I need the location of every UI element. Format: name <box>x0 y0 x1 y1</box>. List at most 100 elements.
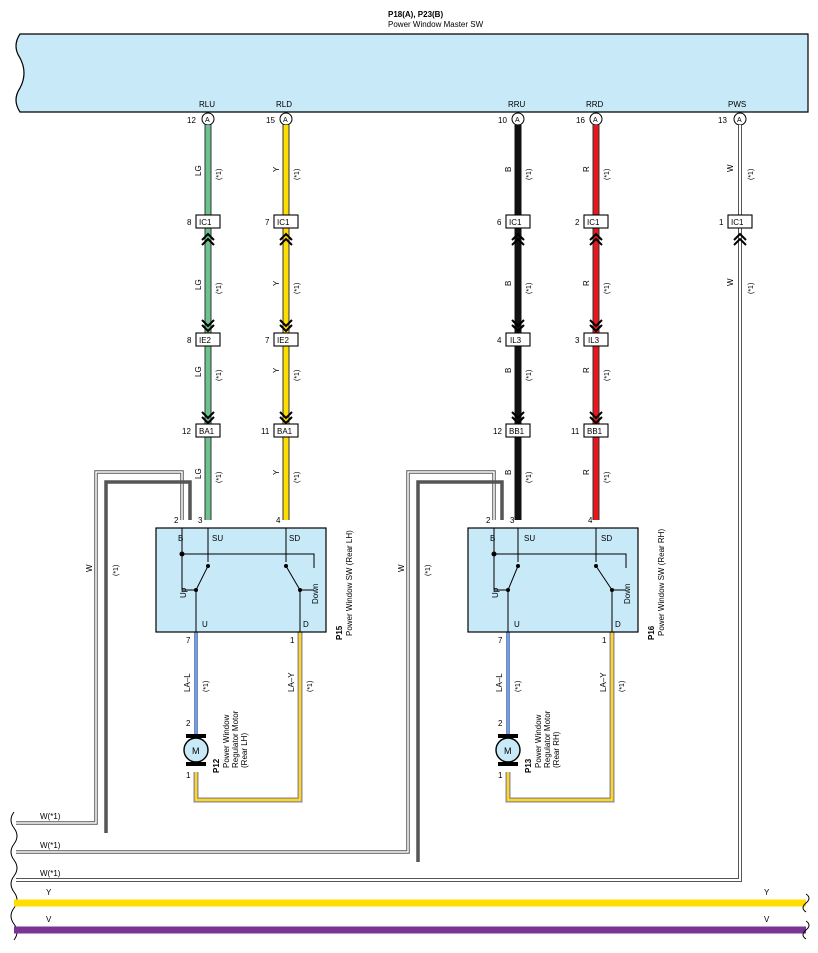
wire-labels: LG (*1) Y (*1) B (*1) R (*1) W (*1) LG (… <box>85 164 755 576</box>
terminal-pin-rlu: 12 <box>187 116 196 125</box>
ic1-pin-lg: 8 <box>187 218 192 227</box>
low-label-lg: BA1 <box>199 427 215 436</box>
switch-label-su-rh: SU <box>524 534 535 543</box>
terminal-pin-rrd: 16 <box>576 116 585 125</box>
master-terminal-rrd: RRD 16 A <box>576 100 604 126</box>
switch-label-up-rh: Up <box>491 587 500 598</box>
wire-label-b-3: B <box>504 368 513 373</box>
terminal-name-pws: PWS <box>728 100 746 109</box>
switch-label-down-lh: Down <box>311 584 320 604</box>
note-w-2: (*1) <box>748 283 755 294</box>
motor-wire-d-lh: LA–Y <box>287 672 296 692</box>
wire-label-w-lh: W <box>85 564 94 572</box>
wire-w-pws <box>16 125 742 882</box>
wire-label-y-3: Y <box>272 367 281 373</box>
note-r-2: (*1) <box>604 283 611 294</box>
motor-name-lh-2: Regulator Motor <box>231 710 240 768</box>
switch-name-rh: Power Window SW (Rear RH) <box>657 529 666 636</box>
motor-rear-rh: 2 M 1 P13 Power Window Regulator Motor (… <box>495 710 561 780</box>
terminal-pin-rru: 10 <box>498 116 507 125</box>
wire-label-r-3: R <box>582 367 591 373</box>
switch-pin-d-lh: 1 <box>290 636 295 645</box>
ic1-label-y: IC1 <box>277 218 290 227</box>
ic1-pin-r: 2 <box>575 218 580 227</box>
wire-label-r-1: R <box>582 166 591 172</box>
bus-label-v-left: V <box>46 915 52 924</box>
motor-symbol-rh: M <box>504 746 512 756</box>
switch-label-u-rh: U <box>514 620 520 629</box>
switch-label-b-lh: B <box>178 534 183 543</box>
master-terminal-rlu: RLU 12 A <box>187 100 215 126</box>
switch-pin-u-rh: 7 <box>498 636 503 645</box>
low-label-b: BB1 <box>509 427 525 436</box>
note-w-rh: (*1) <box>425 565 432 576</box>
low-r: 11 BB1 <box>571 411 609 438</box>
ic1-pin-y: 7 <box>265 218 270 227</box>
wire-label-lg-4: LG <box>194 468 203 479</box>
note-lg-1: (*1) <box>216 169 223 180</box>
low-label-r: BB1 <box>587 427 603 436</box>
mid-lg: 8 IE2 <box>187 319 221 347</box>
wire-label-lg-1: LG <box>194 165 203 176</box>
low-pin-b: 12 <box>493 427 502 436</box>
ic1-label-lg: IC1 <box>199 218 212 227</box>
low-lg: 12 BA1 <box>182 411 221 438</box>
motor-note-u-lh: (*1) <box>203 681 210 692</box>
motor-code-lh: P12 <box>212 758 221 773</box>
switch-label-su-lh: SU <box>212 534 223 543</box>
wire-w-lh <box>16 470 192 833</box>
wire-label-y-1: Y <box>272 166 281 172</box>
note-w-lh: (*1) <box>113 565 120 576</box>
motor-code-rh: P13 <box>524 758 533 773</box>
wire-label-y-4: Y <box>272 469 281 475</box>
master-terminal-rru: RRU 10 A <box>498 100 526 126</box>
mid-r: 3 IL3 <box>575 319 609 347</box>
ic1-y: 7 IC1 <box>265 214 299 246</box>
switch-pin-u-lh: 7 <box>186 636 191 645</box>
wire-label-lg-2: LG <box>194 279 203 290</box>
switch-label-d-rh: D <box>615 620 621 629</box>
note-y-4: (*1) <box>294 472 301 483</box>
motor-note-d-lh: (*1) <box>307 681 314 692</box>
motor-pin-bottom-rh: 1 <box>498 771 503 780</box>
wire-label-r-4: R <box>582 469 591 475</box>
wire-label-b-4: B <box>504 470 513 475</box>
motor-name-lh-3: (Rear LH) <box>240 733 249 768</box>
mid-pin-y: 7 <box>265 336 270 345</box>
bus-label-w3: W(*1) <box>40 869 61 878</box>
ic1-b: 6 IC1 <box>497 214 531 246</box>
bus-label-w2: W(*1) <box>40 841 61 850</box>
note-lg-2: (*1) <box>216 283 223 294</box>
terminal-conn-rld: A <box>283 117 288 124</box>
mid-label-y: IE2 <box>277 336 290 345</box>
switch-label-up-lh: Up <box>179 587 188 598</box>
low-connectors: 12 BA1 11 BA1 12 BB1 11 BB1 <box>182 411 609 438</box>
bus-label-y-left: Y <box>46 888 52 897</box>
note-lg-4: (*1) <box>216 472 223 483</box>
bus: W(*1) W(*1) W(*1) Y Y V V <box>10 811 810 941</box>
switch-label-sd-lh: SD <box>289 534 300 543</box>
motor-pin-bottom-lh: 1 <box>186 771 191 780</box>
switch-pin-su-rh: 3 <box>510 516 515 525</box>
switch-pin-su-lh: 3 <box>198 516 203 525</box>
master-connector-label: P18(A), P23(B) <box>388 10 443 19</box>
motor-name-rh-3: (Rear RH) <box>552 731 561 768</box>
note-y-1: (*1) <box>294 169 301 180</box>
note-b-4: (*1) <box>526 472 533 483</box>
ic1-lg: 8 IC1 <box>187 214 221 246</box>
wire-label-w-rh: W <box>397 564 406 572</box>
wire-label-lg-3: LG <box>194 366 203 377</box>
note-r-3: (*1) <box>604 370 611 381</box>
wire-label-b-1: B <box>504 167 513 172</box>
master-terminal-rld: RLD 15 A <box>266 100 293 126</box>
ic1-pin-w: 1 <box>719 218 724 227</box>
switch-rear-rh: 2 3 4 B SU SD Up Down U D 7 1 P16 Power … <box>467 516 666 645</box>
motor-pin-top-lh: 2 <box>186 719 191 728</box>
low-pin-lg: 12 <box>182 427 191 436</box>
ic1-label-r: IC1 <box>587 218 600 227</box>
motor-name-rh-1: Power Window <box>534 714 543 768</box>
note-b-3: (*1) <box>526 370 533 381</box>
switch-code-rh: P16 <box>647 625 656 640</box>
motor-wires-lh <box>193 632 303 803</box>
wire-label-y-2: Y <box>272 280 281 286</box>
